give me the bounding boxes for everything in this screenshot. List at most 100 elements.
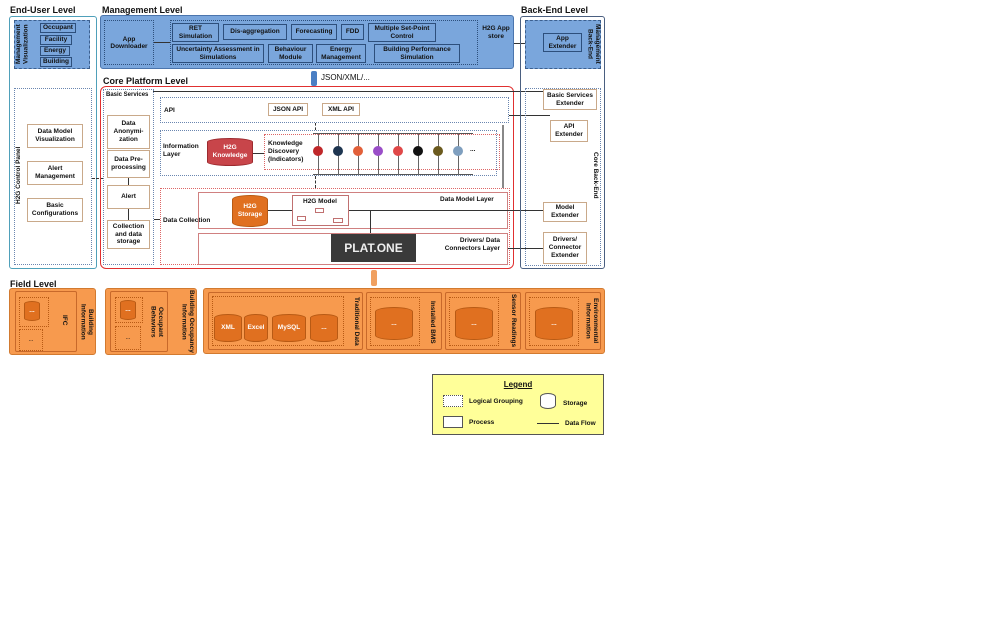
indicator-icon[interactable] (433, 146, 443, 156)
information-layer-group (160, 130, 497, 176)
legend-process-label: Process (469, 419, 495, 426)
legend-storage-label: Storage (563, 400, 588, 407)
json-api[interactable]: JSON API (268, 103, 308, 116)
back-end-panel (520, 16, 605, 269)
model-node (333, 218, 343, 223)
traditional-data-inner (212, 296, 344, 346)
flow-line (154, 219, 160, 220)
indicator-icon[interactable] (313, 146, 323, 156)
flow-line (253, 153, 264, 154)
occupant-behaviors-label: Occupant Behaviors (149, 306, 164, 338)
model-extender[interactable]: Model Extender (543, 202, 587, 222)
occupant-behaviors-group (110, 291, 168, 352)
excel-storage: Excel (244, 314, 268, 342)
information-layer-label: Information Layer (163, 143, 199, 158)
h2g-knowledge-storage[interactable]: H2G Knowledge (207, 138, 253, 166)
core-platform-panel (100, 86, 514, 269)
ifc-label: IFC (61, 314, 68, 326)
drivers-layer (198, 233, 508, 265)
basic-services-extender[interactable]: Basic Services Extender (543, 89, 597, 110)
service-collection-storage[interactable]: Collection and data storage (107, 220, 150, 249)
xml-storage: XML (214, 314, 242, 342)
h2g-storage[interactable]: H2G Storage (232, 195, 268, 227)
indicator-more: ... (470, 146, 476, 153)
installed-bms-label: Installed BMS (429, 300, 436, 344)
exchange-format-label: JSON/XML/... (321, 73, 370, 82)
api-label: API (164, 107, 175, 114)
api-extender[interactable]: API Extender (550, 120, 588, 142)
drivers-layer-label: Drivers/ Data Connectors Layer (444, 237, 500, 252)
sensor-inner (449, 297, 499, 346)
building-information-label: Building Information (79, 304, 94, 340)
management-backend-label: Management Back-End (586, 24, 601, 64)
control-panel-label: H2G Control Panel (15, 146, 22, 204)
model-node (297, 216, 306, 221)
service-data-preprocessing[interactable]: Data Pre-processing (107, 150, 150, 178)
basic-configurations[interactable]: Basic Configurations (27, 198, 83, 222)
occupant-storage-group (115, 297, 143, 323)
app-fdd[interactable]: FDD (341, 24, 364, 40)
api-group (160, 97, 509, 123)
management-visualization-label: Management Visualization (15, 24, 30, 64)
control-panel-group (14, 88, 92, 265)
vis-facility[interactable]: Facility (40, 35, 72, 45)
flow-line (502, 125, 504, 188)
traditional-data-group (208, 292, 363, 350)
apps-group (170, 20, 478, 65)
service-alert[interactable]: Alert (107, 185, 150, 209)
app-downloader[interactable]: App Downloader (104, 20, 154, 65)
indicator-bus (313, 133, 473, 175)
building-information-group (9, 288, 96, 355)
app-building-performance-simulation[interactable]: Building Performance Simulation (374, 44, 460, 63)
json-xml-exchange-arrow-icon (311, 71, 317, 86)
legend-logical-label: Logical Grouping (469, 398, 523, 405)
indicator-icon[interactable] (453, 146, 463, 156)
mysql-storage: MySQL (272, 314, 306, 342)
occupant-storage: ... (120, 300, 136, 320)
app-energy-management[interactable]: Energy Management (316, 44, 366, 63)
model-extender-flow (349, 210, 543, 211)
vis-building[interactable]: Building (40, 57, 72, 67)
app-extender[interactable]: App Extender (543, 33, 582, 52)
basic-services-label: Basic Services (106, 92, 149, 98)
flow-line (315, 176, 316, 188)
occupant-other: ... (115, 326, 141, 350)
vis-occupant[interactable]: Occupant (40, 23, 76, 33)
indicator-icon[interactable] (393, 146, 403, 156)
alert-management[interactable]: Alert Management (27, 161, 83, 185)
indicator-icon[interactable] (413, 146, 423, 156)
end-user-level-title: End-User Level (10, 5, 76, 15)
flow-line (315, 123, 316, 130)
sensor-readings-label: Sensor Readings (510, 294, 517, 348)
data-model-visualization[interactable]: Data Model Visualization (27, 124, 83, 148)
app-behaviour-module[interactable]: Behaviour Module (268, 44, 313, 63)
end-user-level-panel (9, 16, 97, 269)
bms-storage: ... (375, 307, 413, 340)
traditional-data-label: Traditional Data (353, 296, 360, 346)
indicator-icon[interactable] (333, 146, 343, 156)
sensor-readings-group (445, 292, 521, 350)
xml-api[interactable]: XML API (322, 103, 360, 116)
downloader-arrow (154, 42, 170, 43)
legend-flow-label: Data Flow (565, 420, 596, 427)
ifc-group (15, 291, 77, 352)
environmental-information-label: Environmental Information (584, 298, 599, 344)
app-uncertainty-assessment[interactable]: Uncertainty Assessment in Simulations (172, 44, 264, 63)
app-ret-simulation[interactable]: RET Simulation (172, 23, 219, 42)
h2g-app-store[interactable]: H2G App store (482, 25, 510, 40)
basic-services-group (103, 89, 154, 265)
vis-energy[interactable]: Energy (40, 46, 70, 56)
app-forecasting[interactable]: Forecasting (291, 24, 337, 40)
app-multiple-set-point-control[interactable]: Multiple Set-Point Control (368, 23, 436, 42)
legend-process-icon (443, 416, 463, 428)
app-dis-aggregation[interactable]: Dis-aggregation (223, 24, 287, 40)
h2g-model[interactable]: H2G Model (292, 195, 349, 226)
basic-services-extender-flow (153, 91, 543, 92)
indicator-icon[interactable] (373, 146, 383, 156)
indicator-icon[interactable] (353, 146, 363, 156)
drivers-connector-extender[interactable]: Drivers/ Connector Extender (543, 232, 587, 264)
service-data-anonymization[interactable]: Data Anonymi-zation (107, 115, 150, 149)
core-backend-label: Core Back-End (592, 151, 599, 199)
platone-logo: PLAT.ONE (331, 234, 416, 262)
ifc-storage: ... (24, 301, 40, 321)
